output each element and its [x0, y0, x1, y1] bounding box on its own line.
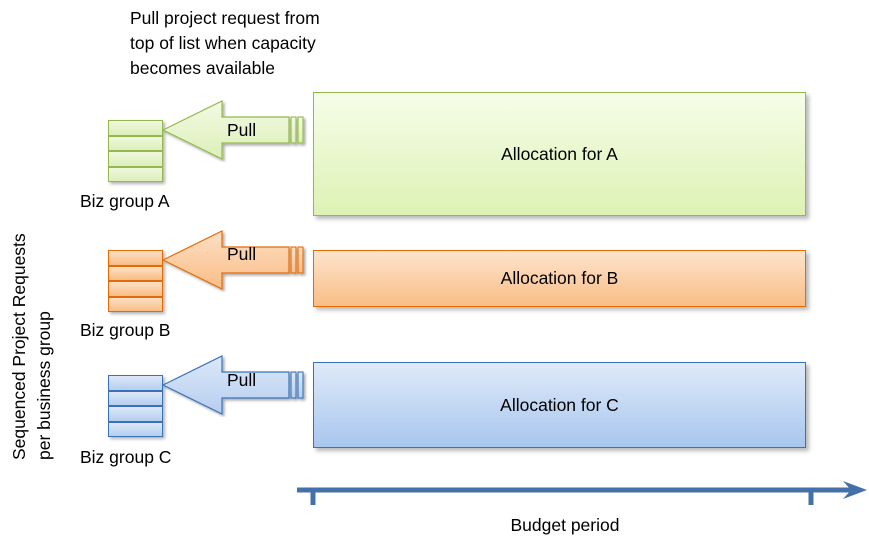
pull-arrow-b[interactable] — [160, 228, 312, 292]
request-item[interactable] — [108, 265, 163, 281]
allocation-bar-c[interactable]: Allocation for C — [313, 362, 806, 448]
allocation-bar-b[interactable]: Allocation for B — [313, 250, 806, 307]
request-item[interactable] — [108, 296, 163, 312]
request-item[interactable] — [108, 151, 163, 167]
request-item[interactable] — [108, 375, 163, 391]
allocation-label-a: Allocation for A — [501, 143, 618, 164]
pull-label-c: Pull — [227, 370, 257, 390]
pull-label-b: Pull — [227, 244, 257, 264]
request-stack-c[interactable] — [108, 375, 163, 437]
group-label-c: Biz group C — [80, 447, 172, 467]
budget-period-axis — [295, 478, 869, 518]
request-stack-b[interactable] — [108, 250, 163, 312]
request-item[interactable] — [108, 250, 163, 266]
allocation-label-b: Allocation for B — [500, 268, 619, 288]
pull-policy-note: Pull project request from top of list wh… — [130, 8, 320, 78]
request-item[interactable] — [108, 421, 163, 437]
request-item[interactable] — [108, 390, 163, 406]
request-item[interactable] — [108, 406, 163, 422]
pull-arrow-c[interactable] — [160, 353, 312, 417]
allocation-bar-a[interactable]: Allocation for A — [313, 92, 806, 216]
request-item[interactable] — [108, 135, 163, 151]
group-label-b: Biz group B — [80, 320, 171, 340]
vertical-axis-label: Sequenced Project Requests per business … — [0, 130, 80, 460]
request-stack-a[interactable] — [108, 120, 163, 182]
pull-arrow-a[interactable] — [160, 98, 312, 162]
budget-period-label: Budget period — [510, 515, 620, 535]
request-item[interactable] — [108, 120, 163, 136]
axis-arrowhead — [843, 481, 867, 499]
pull-label-a: Pull — [227, 120, 257, 140]
vertical-axis-label-line-1: Sequenced Project Requests — [9, 233, 29, 460]
vertical-axis-label-line-2: per business group — [34, 311, 54, 460]
allocation-label-c: Allocation for C — [500, 394, 619, 415]
request-item[interactable] — [108, 281, 163, 297]
group-label-a: Biz group A — [80, 191, 170, 211]
request-item[interactable] — [108, 166, 163, 182]
